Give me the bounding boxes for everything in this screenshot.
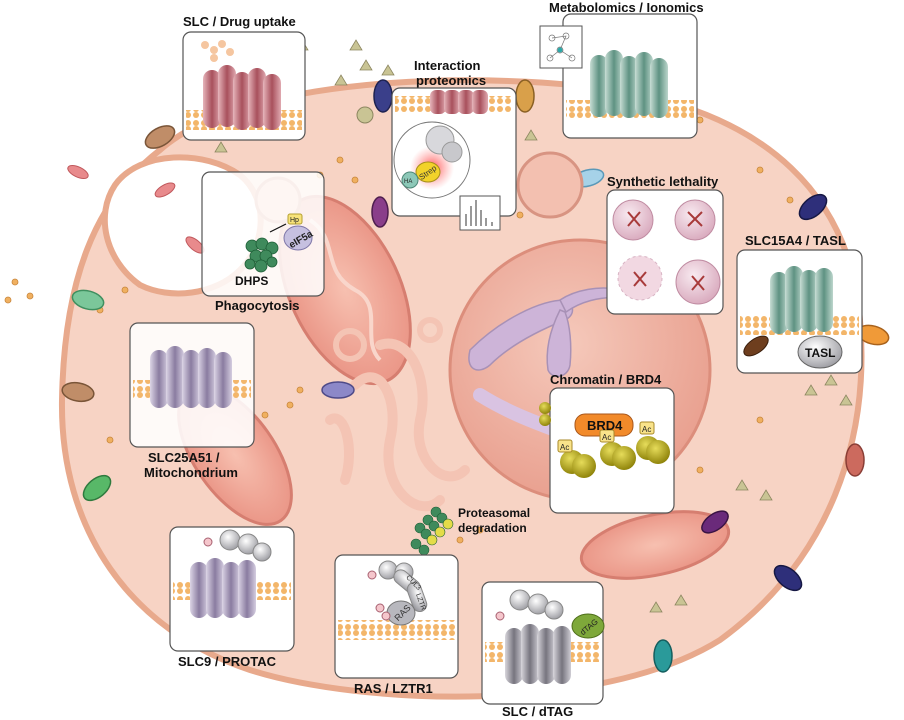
ac-label-3: Ac: [642, 425, 651, 434]
e3-ligase-dtag-icon: [509, 589, 564, 620]
transporter-mito-1: [371, 196, 389, 228]
slc-red-transporter-small-icon: [430, 90, 488, 114]
transporter-left-low: [82, 474, 112, 502]
nucleosome-icon: [560, 436, 670, 478]
vesicle-top-right: [516, 151, 584, 219]
dtag-protein-icon: [571, 613, 605, 639]
panel-slc9-protac: [169, 526, 295, 652]
transporter-bottom-1: [653, 639, 673, 673]
hp-label: Hp: [290, 217, 299, 224]
transporter-right-3: [845, 443, 865, 477]
title-slc15a4: SLC15A4 / TASL: [745, 233, 846, 248]
mitochondrion-lower-right: [579, 510, 731, 580]
slc25a51-transporter-icon: [150, 346, 232, 408]
ac-label-1: Ac: [560, 443, 569, 452]
title-slc-drug-uptake: SLC / Drug uptake: [183, 14, 296, 29]
e3-ligase-icon: [219, 529, 272, 562]
acetyl-tag-icon: [557, 421, 655, 453]
title-proteasomal-2: degradation: [458, 521, 527, 535]
panel-ras-lztr1: [334, 554, 459, 679]
dhps-protein-icon: [244, 237, 279, 273]
slc-teal-transporter-icon: [590, 50, 668, 118]
bait-protein-icon: [401, 125, 463, 189]
title-slc9-protac: SLC9 / PROTAC: [178, 654, 276, 669]
small-vesicle: [356, 106, 374, 124]
slc-gray-transporter-icon: [505, 624, 571, 684]
title-slc25a51-2: Mitochondrium: [144, 465, 238, 480]
title-phagocytosis: Phagocytosis: [215, 298, 300, 313]
title-metabolomics: Metabolomics / Ionomics: [549, 0, 704, 15]
transporter-top-2: [373, 79, 393, 113]
ac-label-2: Ac: [602, 433, 611, 442]
golgi-apparatus: [325, 317, 470, 512]
metabolic-network-icon: [539, 25, 583, 69]
title-proteasomal-1: Proteasomal: [458, 506, 531, 520]
panel-metabolomics: [539, 13, 698, 139]
transporter-right-4: [773, 564, 803, 592]
substrate-triangles: [214, 31, 853, 613]
eif5a-protein-icon: [269, 213, 313, 251]
panel-interaction-proteomics: [391, 87, 517, 231]
crossed-gene-icon: [627, 211, 705, 291]
slc-red-transporter-icon: [203, 65, 281, 130]
title-slc25a51-1: SLC25A51 /: [148, 450, 220, 465]
panel-chromatin-brd4: [539, 387, 675, 514]
title-slc-dtag: SLC / dTAG: [502, 704, 574, 719]
transporter-top-3: [515, 79, 535, 113]
panel-synthetic-lethality: [606, 189, 724, 315]
cul3-lztr1-complex-icon: [378, 560, 428, 613]
transporter-mito-2: [701, 510, 729, 534]
panel-slc-dtag: [481, 581, 605, 705]
dhps-label: DHPS: [235, 274, 268, 288]
panel-slc-drug-uptake: [182, 31, 306, 141]
slc15a4-transporter-icon: [770, 266, 833, 334]
title-synthetic-lethality: Synthetic lethality: [607, 174, 719, 189]
drug-molecule-icon: [201, 40, 234, 62]
tasl-label: TASL: [805, 346, 835, 360]
tasl-protein-icon: [797, 335, 843, 369]
transporter-top-1: [144, 125, 176, 149]
panel-phagocytosis: [201, 171, 325, 297]
transporter-golgi: [321, 381, 355, 399]
brd4-label: BRD4: [587, 418, 623, 433]
transporter-left-mid: [61, 381, 95, 403]
title-chromatin-brd4: Chromatin / BRD4: [550, 372, 662, 387]
transporter-left-top: [71, 289, 105, 311]
panel-slc15a4-tasl: [736, 249, 863, 374]
panel-slc25a51: [129, 322, 255, 448]
title-interaction-2: proteomics: [416, 73, 487, 88]
transporter-right-1: [798, 193, 828, 221]
title-interaction-1: Interaction: [414, 58, 481, 73]
mass-spectrum-icon: [459, 195, 501, 231]
ha-label: HA: [404, 179, 412, 185]
nucleosome-chain-icon: [539, 402, 551, 426]
slc9-transporter-icon: [190, 558, 256, 618]
title-ras-lztr1: RAS / LZTR1: [354, 681, 433, 696]
